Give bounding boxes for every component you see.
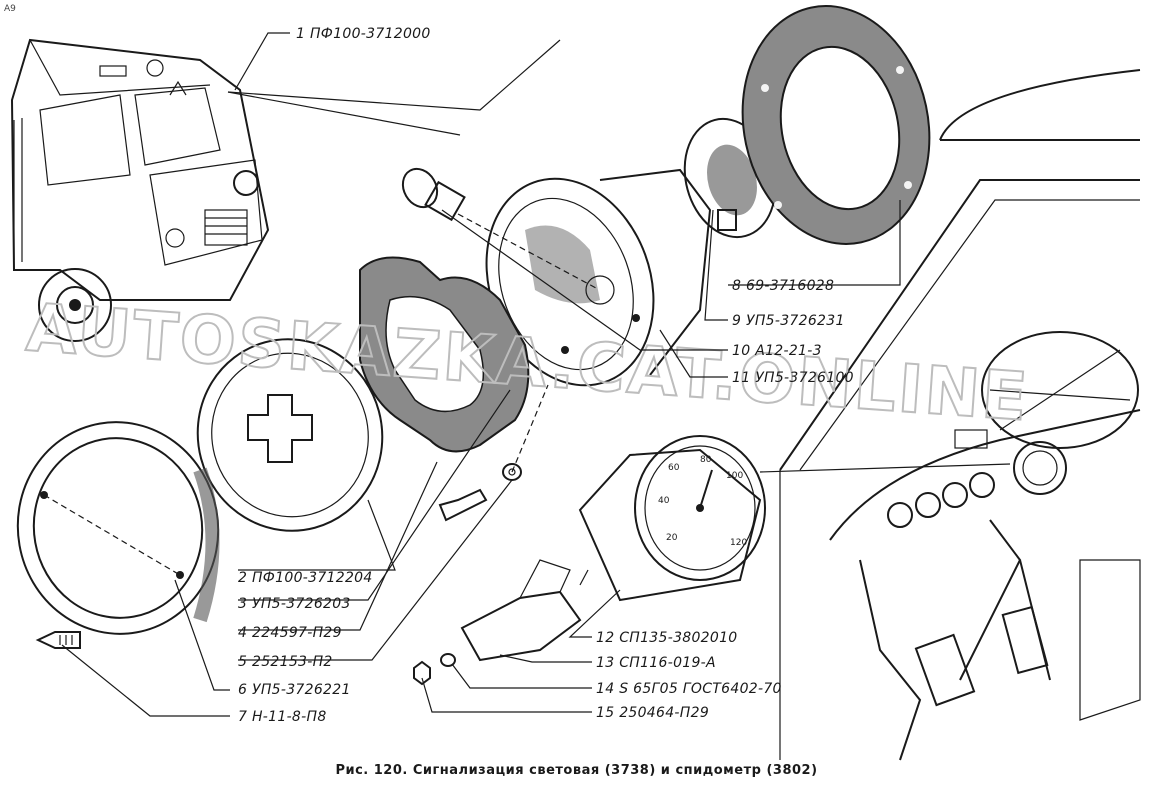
speed-tick-80: 80 xyxy=(700,455,712,465)
speed-tick-120: 120 xyxy=(730,538,747,548)
leader-1 xyxy=(234,32,290,91)
lens-with-cross xyxy=(196,338,384,532)
part-label-11: 11 УП5-3726100 xyxy=(732,370,854,386)
part-label-15: 15 250464-П29 xyxy=(596,705,709,721)
gasket xyxy=(741,5,931,245)
part-label-13: 13 СП116-019-А xyxy=(596,655,716,671)
vehicle-pointer xyxy=(227,39,561,111)
part-label-2: 2 ПФ100-3712204 xyxy=(238,570,373,586)
part-label-14: 14 S 65Г05 ГОСТ6402-70 xyxy=(596,681,782,697)
callout-labels: 1 ПФ100-3712000 2 ПФ100-3712204 3 УП5-37… xyxy=(238,26,854,725)
instrument-pointer xyxy=(759,463,1011,473)
leader-5 xyxy=(238,479,513,661)
lamp-housing xyxy=(485,168,712,387)
leader-13 xyxy=(499,654,592,663)
figure-caption: Рис. 120. Сигнализация световая (3738) и… xyxy=(335,763,818,778)
leader-9 xyxy=(704,209,728,321)
leader-14 xyxy=(451,663,592,689)
part-label-1: 1 ПФ100-3712000 xyxy=(296,26,431,42)
lamp-rim xyxy=(16,421,220,635)
speed-tick-20: 20 xyxy=(666,533,678,543)
part-label-9: 9 УП5-3726231 xyxy=(732,313,845,329)
part-label-7: 7 Н-11-8-П8 xyxy=(238,709,327,725)
part-label-10: 10 А12-21-3 xyxy=(732,343,822,359)
vehicle-illustration xyxy=(10,38,270,342)
speed-tick-40: 40 xyxy=(658,496,670,506)
speedometer: 20 40 60 80 100 120 xyxy=(578,435,766,602)
foam-seal xyxy=(359,256,530,453)
vehicle-pointer-2 xyxy=(227,91,461,136)
leader-11 xyxy=(659,329,728,378)
part-label-8: 8 69-3716028 xyxy=(732,278,834,294)
leader-4 xyxy=(238,461,438,631)
lamp-bulb xyxy=(401,167,597,289)
speed-tick-100: 100 xyxy=(726,471,743,481)
leader-12 xyxy=(568,589,621,638)
mounting-bracket xyxy=(683,117,777,239)
leader-8 xyxy=(728,200,901,286)
leader-7 xyxy=(61,644,230,717)
part-label-5: 5 252153-П2 xyxy=(238,654,333,670)
speed-tick-60: 60 xyxy=(668,463,680,473)
cable-connector xyxy=(460,559,589,662)
part-label-12: 12 СП135-3802010 xyxy=(596,630,738,646)
part-label-3: 3 УП5-3726203 xyxy=(238,596,351,612)
leader-10 xyxy=(441,209,728,351)
part-label-4: 4 224597-П29 xyxy=(238,625,342,641)
leader-2 xyxy=(238,499,396,571)
corner-mark: A9 xyxy=(4,4,16,14)
leader-15 xyxy=(421,677,592,713)
cab-interior xyxy=(779,69,1141,761)
leader-6 xyxy=(174,579,230,691)
callout-leaders xyxy=(61,32,901,717)
watermark: AUTOSKAZKA.CAT.ONLINE xyxy=(24,289,1032,436)
leader-3 xyxy=(238,389,511,601)
part-label-6: 6 УП5-3726221 xyxy=(238,682,351,698)
